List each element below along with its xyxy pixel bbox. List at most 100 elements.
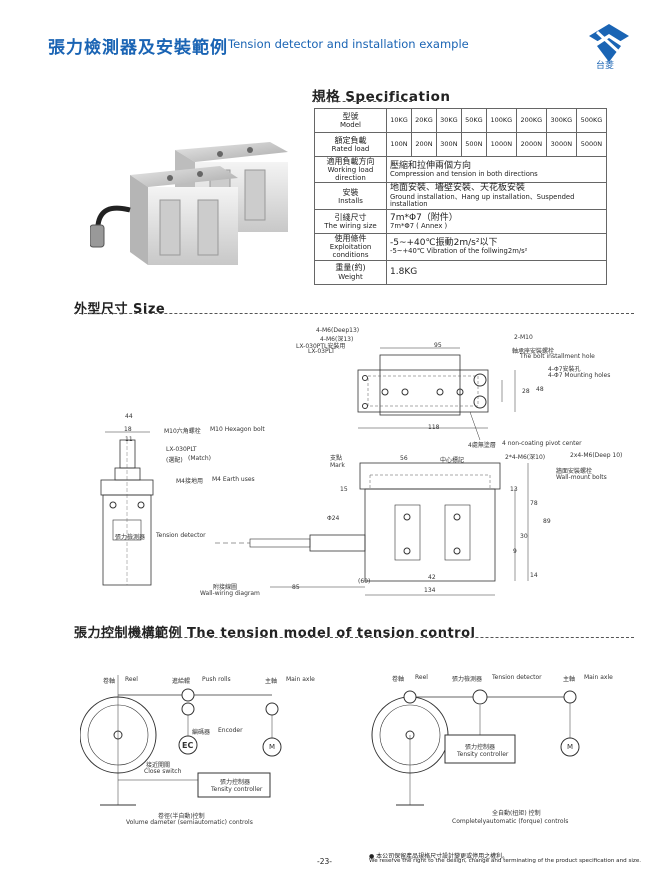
- footer-note-cn: ● 本公司保留產品規格尺寸設計變更或停用之權利。: [369, 853, 509, 860]
- dim-label: 2-M10: [514, 334, 533, 341]
- dim-label: LX-030PTL安裝用: [296, 343, 346, 350]
- dim-label: 張力檢測器: [115, 534, 146, 541]
- diagram-caption: 卷徑(半自動)控制: [158, 813, 205, 820]
- dim-label: (Match): [188, 455, 211, 462]
- spec-row-value: 1.8KG: [386, 259, 607, 285]
- model-cell: 30KG: [435, 108, 462, 133]
- dim-label: 118: [428, 424, 440, 431]
- diagram-label: 卷軸: [103, 678, 116, 685]
- dim-label: M4接地用: [176, 478, 203, 485]
- dim-label: 18: [124, 426, 132, 433]
- diagram-label: Tensity controller: [211, 786, 263, 793]
- dim-label: Mark: [330, 462, 345, 469]
- diagram-label: Reel: [125, 676, 138, 683]
- model-cell: 20KG: [410, 108, 437, 133]
- spec-title: 規格 Specification: [312, 89, 451, 105]
- rated-cell: 2000N: [515, 132, 547, 157]
- rated-cell: 300N: [435, 132, 462, 157]
- dim-label: 4-Φ7安裝孔: [548, 366, 581, 373]
- diagram-label: Encoder: [218, 727, 243, 734]
- logo-text: 台菱: [596, 61, 615, 71]
- top-view-drawing: [357, 347, 516, 441]
- dim-label: 2x4-M6(Deep 10): [570, 452, 623, 459]
- page-title-en: Tension detector and installation exampl…: [228, 37, 469, 51]
- diagram-label: 編碼器: [192, 729, 211, 736]
- dim-label: The bolt installment hole: [520, 353, 595, 360]
- diagram-label: Reel: [415, 674, 428, 681]
- spec-row-value: -5~+40℃振動2m/s²以下-5~+40℃ Vibration of the…: [386, 233, 607, 261]
- dim-label: 13: [510, 486, 518, 493]
- model-cell: 500KG: [575, 108, 608, 133]
- dim-label: Φ24: [327, 515, 340, 522]
- dim-label: 4-M6(Deep13): [316, 327, 360, 334]
- dim-label: 附接線圖: [213, 584, 238, 591]
- model-cell: 50KG: [460, 108, 487, 133]
- model-cell: 100KG: [485, 108, 517, 133]
- dim-label: 95: [434, 342, 442, 349]
- spec-underline: [312, 101, 412, 102]
- dim-label: M10六角螺栓: [164, 428, 201, 435]
- dim-label: LX-030PLT: [166, 446, 197, 453]
- dim-label: Wall-mount bolts: [556, 474, 607, 481]
- dim-label: 支點: [330, 455, 343, 462]
- rated-cell: 5000N: [575, 132, 608, 157]
- diagram-label: Tension detector: [492, 674, 542, 681]
- diagram-label: 進給輥: [172, 678, 191, 685]
- dim-label: 4-M6(深13): [320, 336, 354, 343]
- diagram-caption: Volume dameter (semiautomatic) controls: [126, 819, 253, 826]
- diagram-caption: Completelyautomatic (forque) controls: [452, 818, 569, 825]
- semiauto-control-diagram: [80, 675, 282, 806]
- diagram-label: 主軸: [563, 676, 576, 683]
- dim-label: 14: [530, 572, 538, 579]
- rated-cell: 1000N: [485, 132, 517, 157]
- dim-label: (60): [358, 578, 371, 585]
- dim-label: 11: [125, 436, 133, 443]
- dim-label: 牆面安裝螺栓: [556, 468, 593, 475]
- diagram-label: 張力控制器: [465, 744, 496, 751]
- spec-row-label: 重量(約)Weight: [314, 259, 387, 285]
- dim-label: 中心標記: [440, 457, 465, 464]
- product-photo: [90, 142, 288, 265]
- dim-label: M10 Hexagon bolt: [210, 426, 265, 433]
- company-logo-icon: [589, 24, 629, 62]
- dim-label: 2*4-M6(深10): [505, 454, 546, 461]
- diagram-label: 接近開關: [146, 762, 171, 769]
- dim-label: Tension detector: [156, 532, 206, 539]
- dim-label: 48: [536, 386, 544, 393]
- dim-label: 9: [513, 548, 517, 555]
- rated-cell: 500N: [460, 132, 487, 157]
- dim-label: 56: [400, 455, 408, 462]
- diagram-label: 張力控制器: [220, 779, 251, 786]
- dim-label: Wall-wiring diagram: [200, 590, 260, 597]
- motor-icon: M: [269, 743, 276, 751]
- dim-label: 42: [428, 574, 436, 581]
- dim-label: 89: [543, 518, 551, 525]
- page-number: -23-: [317, 857, 332, 866]
- control-title: 張力控制機構範例 The tension model of tension co…: [74, 626, 476, 641]
- fullauto-control-diagram: [371, 689, 580, 806]
- diagram-label: 張力檢測器: [452, 676, 483, 683]
- dim-label: 134: [424, 587, 436, 594]
- dim-label: (選配): [166, 457, 183, 464]
- dim-label: 85: [292, 584, 300, 591]
- motor-icon: M: [567, 743, 574, 751]
- dim-label: 78: [530, 500, 538, 507]
- model-cell: 300KG: [545, 108, 577, 133]
- dim-label: LX-03PLT: [308, 348, 335, 355]
- dim-label: M4 Earth uses: [212, 476, 255, 483]
- model-cell: 10KG: [386, 108, 412, 133]
- diagram-label: Main axle: [584, 674, 613, 681]
- rated-cell: 100N: [386, 132, 412, 157]
- spec-row-value: 7m*Φ7（附件）7m*Φ7 ( Annex ): [386, 209, 607, 235]
- rated-cell: 200N: [410, 132, 437, 157]
- size-underline: [74, 313, 634, 314]
- dim-label: 28: [522, 388, 530, 395]
- encoder-icon: EC: [182, 741, 194, 750]
- page-title-cn: 張力檢測器及安裝範例: [48, 38, 228, 58]
